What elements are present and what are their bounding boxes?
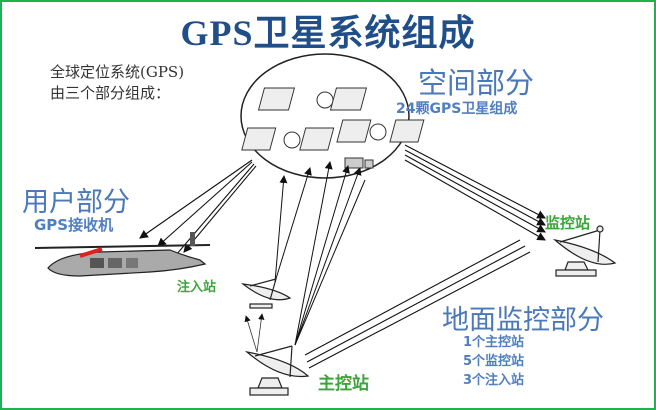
intro-line-1: 全球定位系统(GPS) [50, 63, 185, 81]
intro-text: 全球定位系统(GPS) 由三个部分组成： [50, 62, 184, 104]
master-station-dish-icon [244, 345, 310, 396]
ground-segment-list: 1个主控站 5个监控站 3个注入站 [463, 333, 524, 390]
satellite-icon [336, 119, 425, 143]
page-title: GPS卫星系统组成 [180, 13, 476, 53]
intro-line-2: 由三个部分组成： [50, 84, 171, 102]
injection-station-label: 注入站 [177, 280, 217, 295]
space-segment-subtitle: 24颗GPS卫星组成 [396, 101, 518, 117]
user-segment-title: 用户部分 [22, 187, 130, 218]
ground-item-injection: 3个注入站 [463, 373, 525, 388]
ground-segment-title: 地面监控部分 [442, 305, 604, 336]
satellite-icon [257, 87, 368, 111]
master-station-label: 主控站 [318, 374, 369, 394]
user-segment-subtitle: GPS接收机 [34, 216, 114, 234]
helicopter-icon [34, 232, 211, 277]
satellite-icon [344, 157, 374, 169]
injection-station-dish-icon [240, 278, 292, 309]
ground-item-monitor: 5个监控站 [463, 354, 525, 369]
space-segment-title: 空间部分 [418, 66, 535, 100]
satellite-icon [241, 127, 335, 151]
monitor-station-label: 监控站 [545, 214, 591, 232]
space-segment-ellipse [240, 53, 410, 179]
ground-item-master: 1个主控站 [463, 335, 525, 350]
monitor-station-dish-icon [552, 225, 617, 277]
